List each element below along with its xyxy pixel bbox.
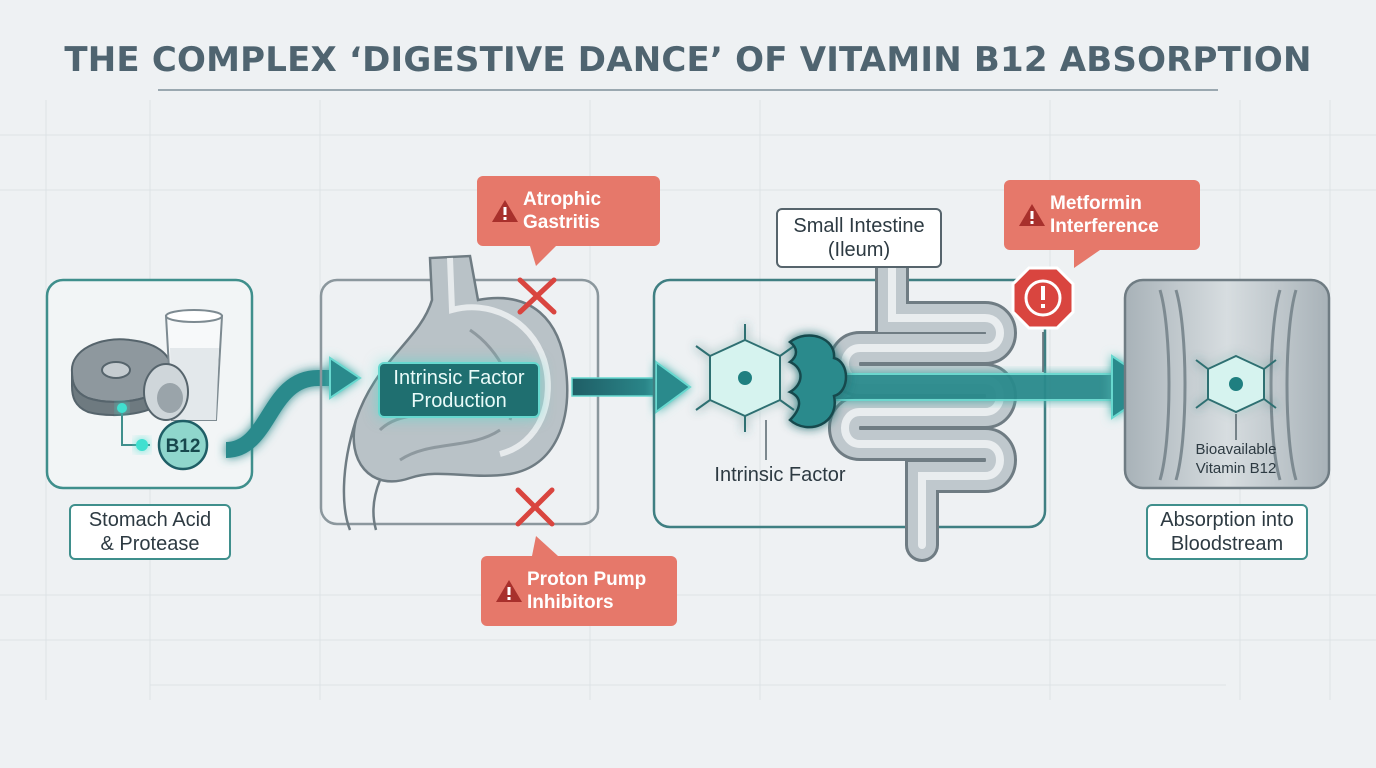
intrinsic-factor-protein [787,334,848,429]
page-title: THE COMPLEX ‘DIGESTIVE DANCE’ OF VITAMIN… [64,40,1312,80]
small-intestine-line2: (Ileum) [827,239,891,261]
absorption-line2: Bloodstream [1170,533,1284,555]
blood-vessel-icon [1158,289,1298,481]
title-underline [158,89,1218,91]
warning-triangle-icon-3 [1014,202,1050,228]
egg-icon [143,363,189,421]
bioavailable-label: Bioavailable Vitamin B12 [1176,440,1296,478]
intrinsic-production-line1: Intrinsic Factor [393,367,525,389]
arrow-head-2 [655,360,692,414]
warning-triangle-icon [487,198,523,224]
bioavailable-line2: Vitamin B12 [1195,460,1277,477]
absorption-line1: Absorption into [1160,509,1294,531]
metformin-callout-tail [1074,250,1100,268]
intestine-icon [828,251,1017,562]
metformin-line2: Interference [1050,216,1159,237]
stomach-acid-line2: & Protease [100,533,200,555]
ppi-line2: Inhibitors [527,592,614,613]
intrinsic-factor-label: Intrinsic Factor [714,464,846,486]
small-intestine-label: Small Intestine(Ileum) [776,208,942,268]
ppi-line1: Proton Pump [527,569,647,590]
metformin-line1: Metformin [1050,193,1142,214]
cobalt-center-2 [1229,377,1243,391]
blocked-x-icon-2 [515,487,555,527]
arrow-food-to-stomach [225,370,335,458]
glow-dot-2 [136,439,148,451]
arrow-stomach-to-intestine [571,377,663,397]
ppi-callout-tail [532,536,558,556]
blocked-x-icon [517,277,557,315]
b12-badge: B12 [166,436,201,457]
arrow-intestine-to-blood [829,373,1121,401]
atrophic-callout-tail [530,246,556,266]
warning-triangle-icon-2 [491,578,527,604]
small-intestine-line1: Small Intestine [793,215,925,237]
b12-badge-circle [157,419,209,471]
stomach-acid-line1: Stomach Acid [88,509,212,531]
stop-sign-icon [1011,266,1075,330]
arrow-head-1 [329,356,362,400]
intestine-panel [652,278,1047,529]
intrinsic-production-line2: Production [411,390,507,412]
atrophic-line2: Gastritis [523,212,601,233]
atrophic-line1: Atrophic [523,189,602,210]
cobalt-center [738,371,752,385]
stomach-acid-label: Stomach Acid& Protease [69,504,231,560]
glow-dot-1 [117,403,127,413]
bioavailable-line1: Bioavailable [1195,441,1277,458]
